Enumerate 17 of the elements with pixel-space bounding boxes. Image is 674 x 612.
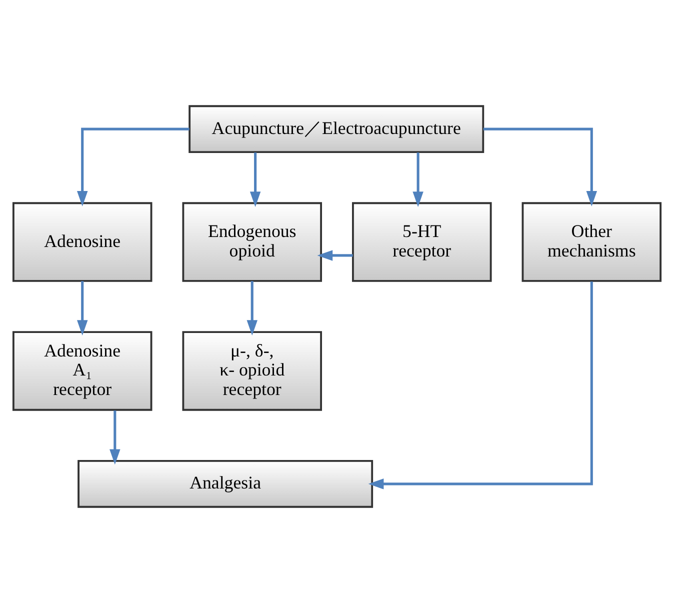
- arrow: [317, 250, 353, 260]
- arrow: [483, 127, 598, 206]
- node-box: Acupuncture／Electroacupuncture: [188, 104, 484, 153]
- arrow: [412, 152, 424, 206]
- node-box: Endogenous opioid: [182, 202, 322, 282]
- arrow: [110, 410, 120, 464]
- arrow: [76, 127, 190, 206]
- node-box: Analgesia: [78, 459, 374, 508]
- arrow: [76, 280, 88, 335]
- arrow: [368, 280, 593, 489]
- node-box: Other mechanisms: [522, 202, 662, 282]
- node-box: Adenosine A₁ receptor: [12, 330, 152, 410]
- node-box: 5-HT receptor: [352, 202, 492, 282]
- arrow: [246, 280, 258, 335]
- node-box: μ-, δ-, κ- opioid receptor: [182, 330, 322, 410]
- node-box: Adenosine: [12, 202, 152, 282]
- arrow: [250, 152, 261, 206]
